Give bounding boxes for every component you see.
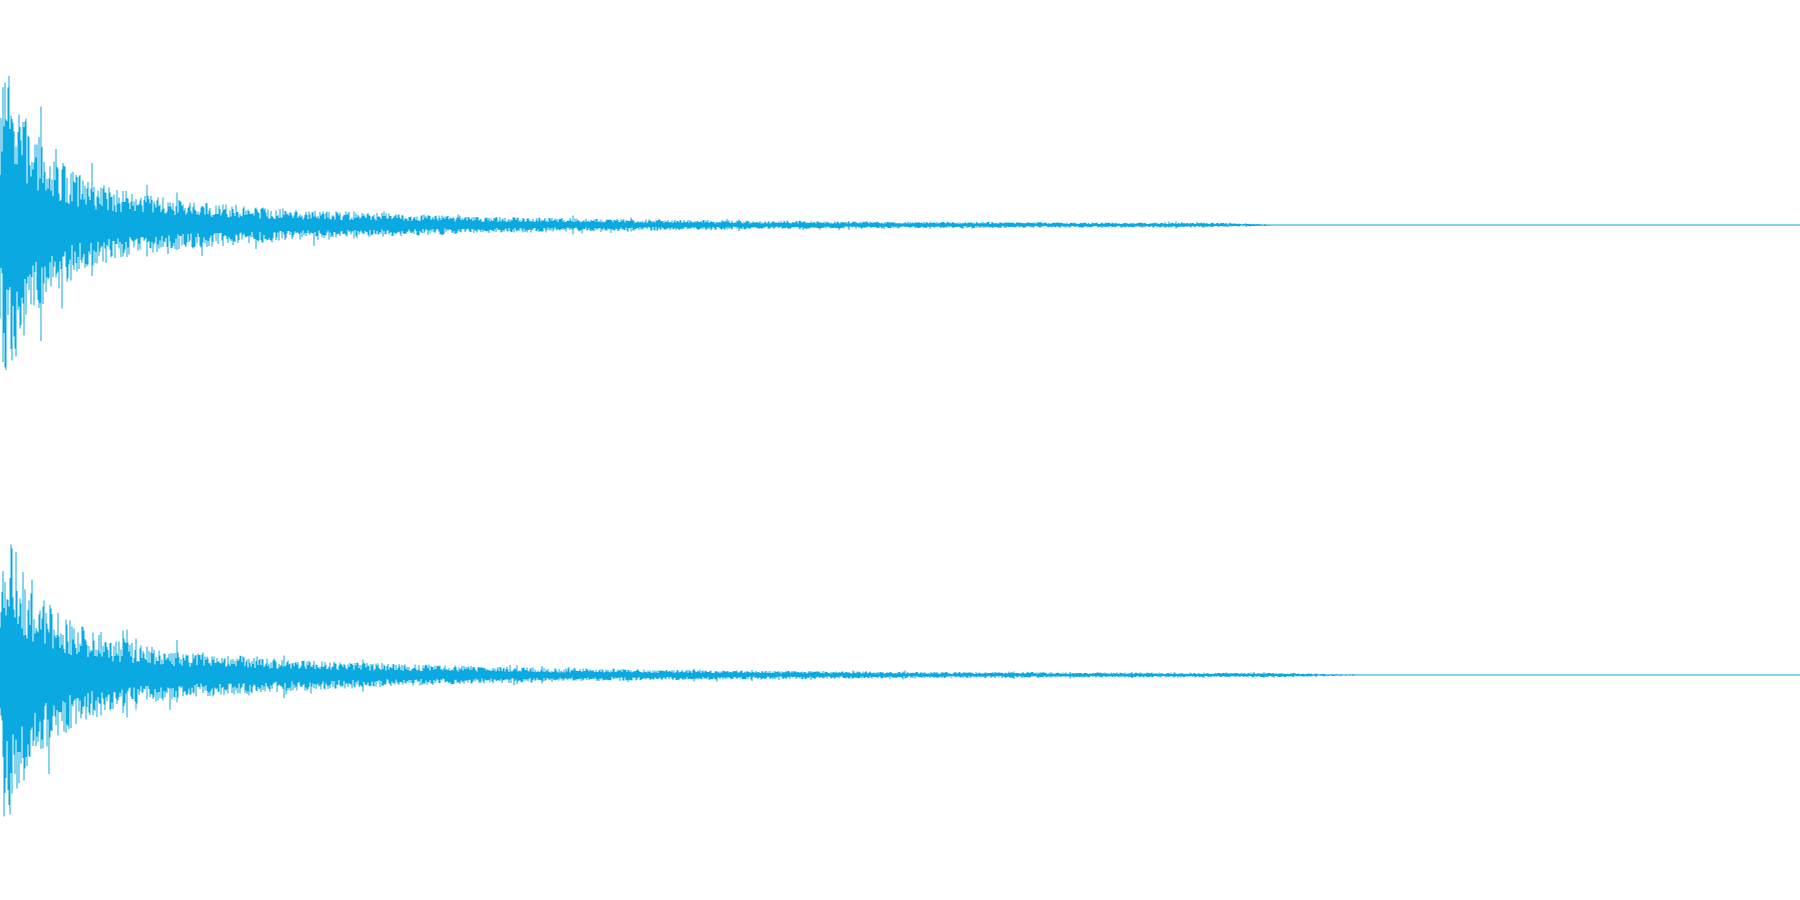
channel-1-waveform [0, 75, 1800, 370]
channel-2-waveform [0, 544, 1800, 817]
channel-1-signal [0, 75, 1310, 370]
channel-2-signal [0, 544, 1387, 817]
